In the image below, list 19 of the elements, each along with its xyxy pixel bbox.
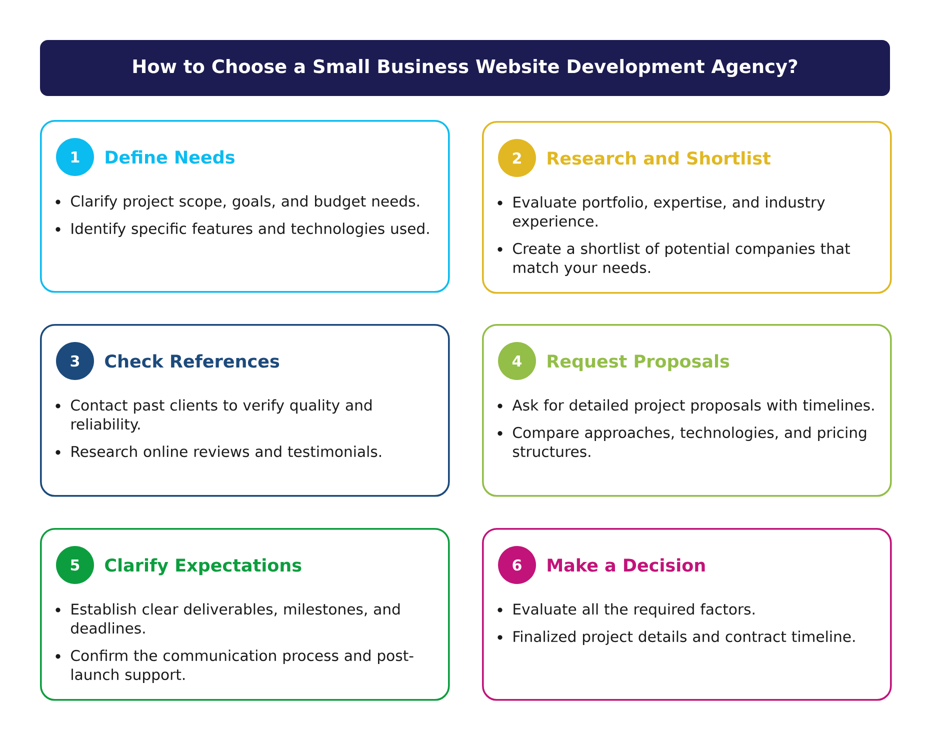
card-heading: Check References	[105, 354, 280, 368]
bullet-text: Create a shortlist of potential companies that match your needs.	[513, 242, 850, 276]
card-heading: Research and Shortlist	[548, 151, 771, 165]
bullet-text: Ask for detailed project proposals with timelines.	[512, 399, 874, 414]
bullet-text: Research online reviews and testimonials.	[72, 446, 381, 458]
bullet-text: Confirm the communication process and post-launch support.	[71, 650, 414, 683]
bullet-text: Evaluate all the required factors.	[514, 603, 754, 618]
bullet-text: Establish clear deliverables, milestones, and deadlines.	[71, 603, 400, 634]
bullet-text: Finalized project details and contract timeline.	[514, 630, 855, 645]
card-heading: Clarify Expectations	[105, 558, 302, 576]
card-heading: Make a Decision	[548, 558, 705, 572]
card-heading: Request Proposals	[548, 354, 730, 372]
bullet-text: Contact past clients to verify quality and reliability.	[71, 399, 372, 433]
card-heading: Define Needs	[106, 150, 234, 164]
bullet-text: Evaluate portfolio, expertise, and industry experience.	[513, 196, 825, 230]
bullet-text: Clarify project scope, goals, and budget needs.	[71, 195, 419, 210]
bullet-text: Identify specific features and technologies used.	[72, 222, 429, 237]
bullet-text: Compare approaches, technologies, and pricing structures.	[513, 426, 866, 458]
title-banner: How to Choose a Small Business Website Development Agency?	[40, 40, 890, 96]
